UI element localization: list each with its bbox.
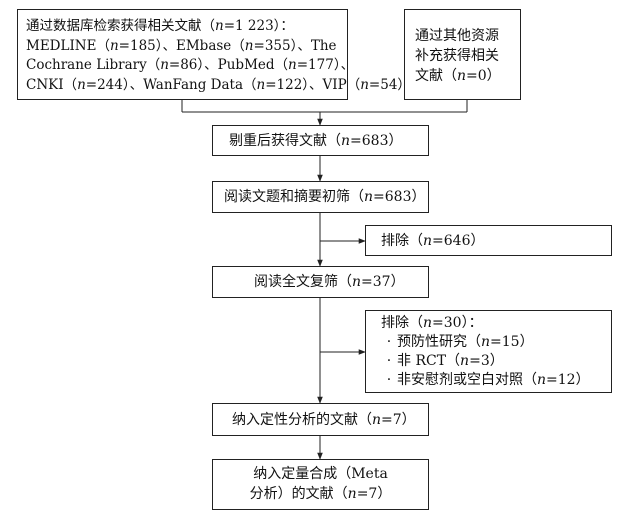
excluded-reason-2: · 非 RCT（n=3） bbox=[381, 352, 611, 371]
excluded-reason-3-text: 非安慰剂或空白对照（n=12） bbox=[397, 372, 590, 388]
database-search-line-3: Cochrane Library（n=86）、PubMed（n=177）、 bbox=[26, 57, 355, 73]
database-search-box: 通过数据库检索获得相关文献（n=1 223）： MEDLINE（n=185）、E… bbox=[17, 9, 411, 100]
excluded-box-2: 排除（n=30）： · 预防性研究（n=15） · 非 RCT（n=3） · 非安慰剂… bbox=[365, 310, 612, 393]
quantitative-box: 纳入定量合成（Meta 分析）的文献（n=7） bbox=[212, 459, 429, 510]
qualitative-box: 纳入定性分析的文献（n=7） bbox=[212, 403, 429, 436]
other-sources-box: 通过其他资源 补充获得相关 文献（n=0） bbox=[404, 9, 521, 100]
excluded-1-text: 排除（n=646） bbox=[381, 233, 485, 249]
after-dedup-text: 剔重后获得文献（n=683） bbox=[229, 133, 403, 149]
database-search-line-1: 通过数据库检索获得相关文献（n=1 223）： bbox=[26, 18, 294, 34]
bullet-icon: · bbox=[386, 334, 392, 350]
other-sources-line-1: 通过其他资源 bbox=[415, 28, 499, 44]
quantitative-line-2: 分析）的文献（n=7） bbox=[249, 486, 392, 502]
excluded-box-1: 排除（n=646） bbox=[365, 225, 612, 256]
fulltext-screen-text: 阅读全文复筛（n=37） bbox=[254, 274, 405, 290]
database-search-line-4: CNKI（n=244）、WanFang Data（n=122）、VIP（n=54… bbox=[26, 76, 411, 93]
bullet-icon: · bbox=[386, 372, 392, 388]
excluded-reason-2-text: 非 RCT（n=3） bbox=[397, 353, 504, 369]
excluded-reason-3: · 非安慰剂或空白对照（n=12） bbox=[381, 371, 611, 390]
excluded-2-title: 排除（n=30）： bbox=[381, 315, 483, 331]
title-abstract-screen-box: 阅读文题和摘要初筛（n=683） bbox=[212, 181, 429, 213]
after-dedup-box: 剔重后获得文献（n=683） bbox=[212, 125, 429, 156]
database-search-line-2: MEDLINE（n=185）、EMbase（n=355）、The bbox=[26, 37, 337, 54]
other-sources-line-3: 文献（n=0） bbox=[415, 68, 501, 84]
title-abstract-screen-text: 阅读文题和摘要初筛（n=683） bbox=[224, 189, 426, 205]
fulltext-screen-box: 阅读全文复筛（n=37） bbox=[212, 266, 429, 298]
excluded-reason-1: · 预防性研究（n=15） bbox=[381, 333, 611, 352]
bullet-icon: · bbox=[386, 353, 392, 369]
quantitative-line-1: 纳入定量合成（Meta bbox=[253, 466, 388, 482]
qualitative-text: 纳入定性分析的文献（n=7） bbox=[232, 412, 416, 428]
other-sources-line-2: 补充获得相关 bbox=[415, 48, 499, 64]
excluded-reason-1-text: 预防性研究（n=15） bbox=[397, 334, 534, 350]
